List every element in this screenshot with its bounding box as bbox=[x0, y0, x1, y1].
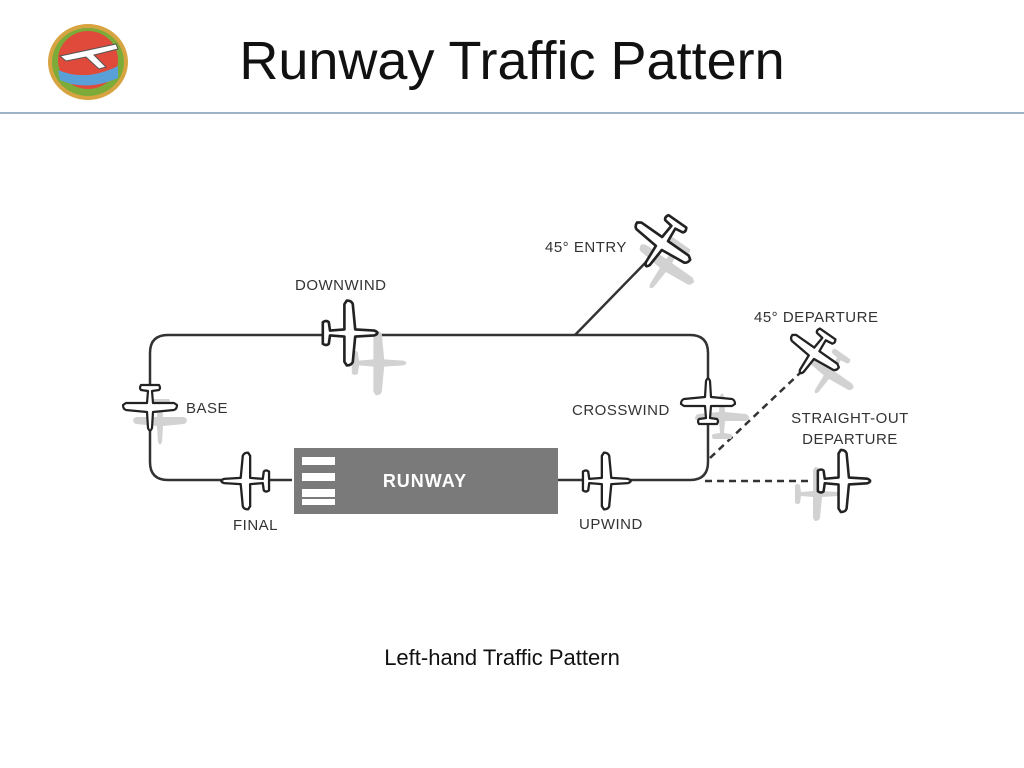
diagram-caption: Left-hand Traffic Pattern bbox=[384, 645, 620, 670]
label-final: FINAL bbox=[233, 517, 278, 534]
runway-label: RUNWAY bbox=[383, 471, 467, 491]
title-divider bbox=[0, 112, 1024, 114]
label-downwind: DOWNWIND bbox=[295, 277, 386, 294]
slide-title: Runway Traffic Pattern bbox=[239, 31, 785, 91]
airplane-icon-final bbox=[220, 451, 271, 511]
label-straight-out-line2: DEPARTURE bbox=[802, 431, 898, 448]
entry-45-leg bbox=[574, 257, 651, 336]
airplane-icon-upwind bbox=[581, 451, 632, 511]
label-straight-out-line1: STRAIGHT-OUT bbox=[791, 410, 909, 427]
label-departure-45: 45° DEPARTURE bbox=[754, 309, 878, 326]
airplane-icon-straight-out bbox=[816, 448, 872, 514]
label-base: BASE bbox=[186, 400, 228, 417]
airplane-icon-downwind bbox=[321, 299, 379, 367]
label-crosswind: CROSSWIND bbox=[572, 402, 670, 419]
label-entry-45: 45° ENTRY bbox=[545, 239, 627, 256]
label-upwind: UPWIND bbox=[579, 516, 643, 533]
departure-45-leg bbox=[709, 372, 801, 459]
runway: RUNWAY bbox=[294, 448, 558, 514]
merit-badge-icon bbox=[48, 24, 128, 100]
